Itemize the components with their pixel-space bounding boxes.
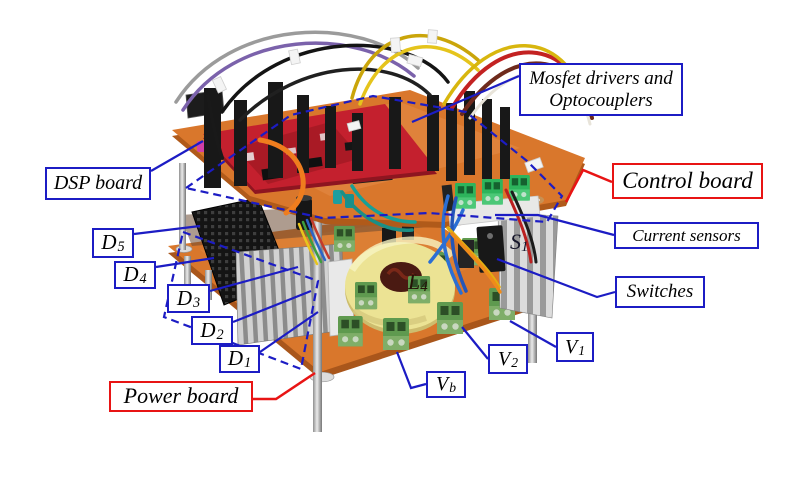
terminal-block <box>355 282 378 310</box>
finned-heatsink <box>235 243 355 346</box>
cable-tie <box>288 48 301 66</box>
photo-label-l4: L4 <box>408 269 428 296</box>
sensor-terminal-block <box>455 183 476 209</box>
wire-connector <box>406 53 424 68</box>
callout-switches: Switches <box>615 276 705 308</box>
standoff-rod <box>179 163 186 250</box>
callout-v1: V1 <box>556 332 594 362</box>
dashed-outline-control-board <box>183 94 564 224</box>
terminal-block-vb <box>383 318 409 350</box>
sensor-terminal-block <box>509 175 530 201</box>
callout-d3: D3 <box>167 284 210 313</box>
cable-tie <box>390 37 401 53</box>
callout-control-board: Control board <box>612 163 763 199</box>
leader-d5 <box>133 224 201 236</box>
leader-v2 <box>461 326 489 360</box>
callout-text: Mosfet drivers and <box>529 68 673 90</box>
leader-d3 <box>209 265 299 293</box>
callout-d4: D4 <box>114 261 156 289</box>
switch-body <box>476 225 506 273</box>
ic-chip <box>305 156 323 169</box>
leader-v1 <box>509 320 557 348</box>
callout-text: Optocouplers <box>549 89 653 111</box>
standoff-rod <box>313 212 322 432</box>
leader-d4 <box>155 256 215 269</box>
callout-d1: D1 <box>219 345 260 373</box>
callout-d2: D2 <box>191 316 233 345</box>
callout-text: Switches <box>626 281 694 303</box>
board-leg <box>184 256 191 286</box>
switch-assembly <box>458 211 559 319</box>
callout-text: DSP board <box>53 172 143 195</box>
leader-control-board <box>564 168 613 203</box>
terminal-block <box>334 226 355 252</box>
callout-mosfet-drivers: Mosfet drivers and Optocouplers <box>519 63 683 116</box>
leader-power-board <box>253 371 316 401</box>
callout-text: Power board <box>123 383 239 409</box>
callout-vb: Vb <box>426 371 466 398</box>
cable-tie <box>211 76 228 94</box>
callout-text: Current sensors <box>632 225 741 245</box>
sensor-terminal-block <box>482 179 503 205</box>
callout-dsp-board: DSP board <box>45 167 151 200</box>
callout-v2: V2 <box>488 344 528 374</box>
leader-dsp-board <box>150 140 204 172</box>
leader-vb <box>395 351 427 390</box>
callout-d5: D5 <box>92 228 134 258</box>
leader-mosfet-drivers <box>411 74 520 124</box>
leader-current-sensors <box>495 213 615 237</box>
terminal-block-v2 <box>437 302 463 334</box>
terminal-block <box>338 316 363 347</box>
wire-connector <box>346 120 362 132</box>
leader-d1 <box>259 311 319 353</box>
leader-d2 <box>232 289 312 324</box>
leader-switches <box>496 257 616 299</box>
callout-power-board: Power board <box>109 381 253 412</box>
cable-tie <box>427 29 438 44</box>
capacitor <box>333 190 342 204</box>
photo-label-s1: S1 <box>510 229 529 256</box>
callout-text: Control board <box>622 168 753 194</box>
callout-current-sensors: Current sensors <box>614 222 759 249</box>
